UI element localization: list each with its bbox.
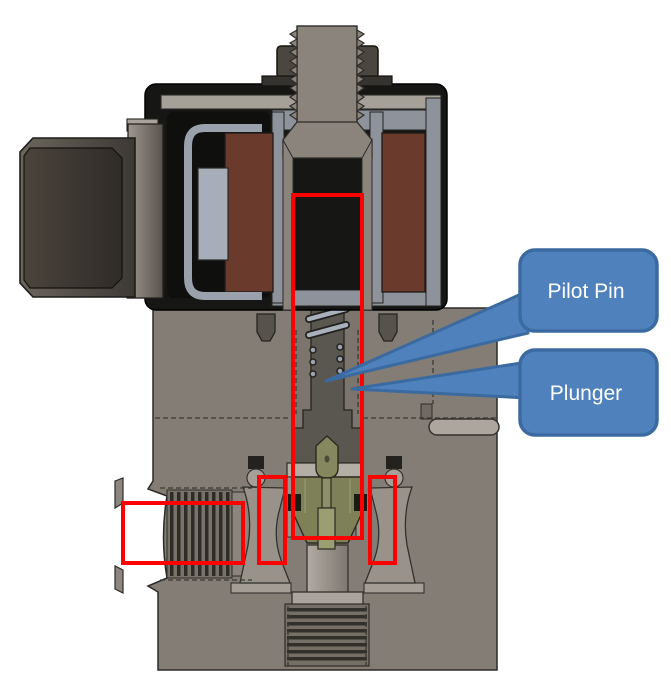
yoke-bracket xyxy=(184,124,262,300)
seat-foot-left xyxy=(230,582,292,594)
ball-cap-right xyxy=(386,456,402,469)
poppet-stem xyxy=(306,544,349,594)
bottom-port-group xyxy=(284,544,370,667)
electrical-connector-group xyxy=(19,118,164,299)
pilot-pin-base xyxy=(317,507,336,550)
ball-cap-left xyxy=(248,456,264,469)
bolt-left xyxy=(256,313,276,342)
stud-thread-right xyxy=(355,28,366,122)
lamination-plate xyxy=(197,167,229,261)
bottom-thread-bg xyxy=(284,603,370,667)
connector-face xyxy=(23,147,123,289)
bolt-right xyxy=(378,313,398,342)
bottom-thread-ridges xyxy=(287,608,367,661)
pilot-pin xyxy=(321,477,332,509)
seat-foot-right xyxy=(363,582,425,594)
stem-flange xyxy=(291,591,364,606)
side-port-slot xyxy=(428,418,500,436)
callout-box-pilot-pin xyxy=(518,248,659,333)
callouts: Pilot Pin Plunger xyxy=(324,248,659,437)
highlight-box-right-seat xyxy=(368,475,397,565)
coil-winding-right xyxy=(381,132,426,293)
callout-label-pilot-pin: Pilot Pin xyxy=(547,280,624,303)
inlet-thread-ridges xyxy=(170,492,230,576)
threaded-stud xyxy=(296,25,358,125)
tube-flare xyxy=(282,121,373,159)
bobbin-flange-left xyxy=(271,111,285,304)
coil-winding-left xyxy=(224,132,274,293)
side-port-step xyxy=(420,403,433,420)
highlight-box-inlet-port xyxy=(121,501,245,565)
callout-box-plunger xyxy=(518,348,659,437)
carrier-hole xyxy=(324,455,330,463)
seat-group xyxy=(230,456,425,594)
seat-sleeve-left xyxy=(239,486,291,584)
port-boss-lip-bottom xyxy=(114,565,124,594)
seat-sleeve-right xyxy=(364,486,416,584)
yoke-plate-right xyxy=(425,97,442,307)
highlight-box-left-seat xyxy=(257,475,287,565)
callout-label-plunger: Plunger xyxy=(550,382,622,405)
stud-thread-left xyxy=(288,28,299,122)
